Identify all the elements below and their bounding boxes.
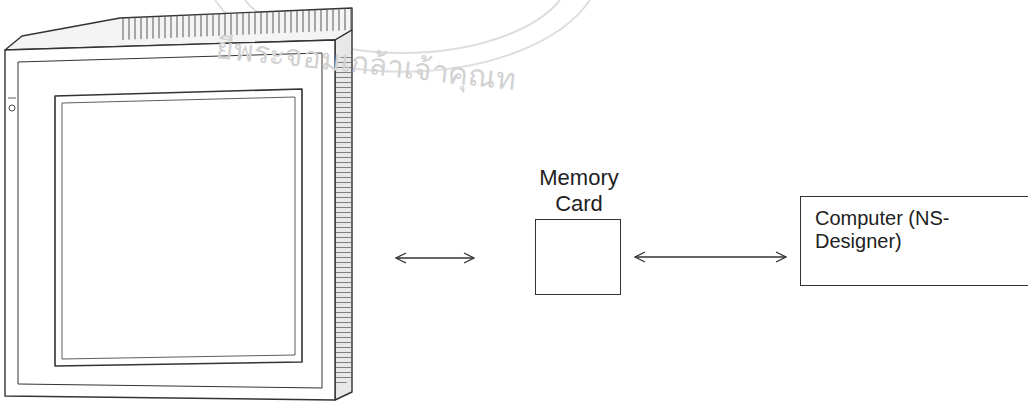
box-text: Computer (NS-Designer) [815,207,980,253]
transfer-arrow [396,257,474,258]
computer-box: Computer (NS-Designer) [800,196,1028,286]
transfer-arrow [635,256,786,257]
memory-card: Memory Card [535,219,621,295]
part-label: Memory Card [519,165,639,216]
